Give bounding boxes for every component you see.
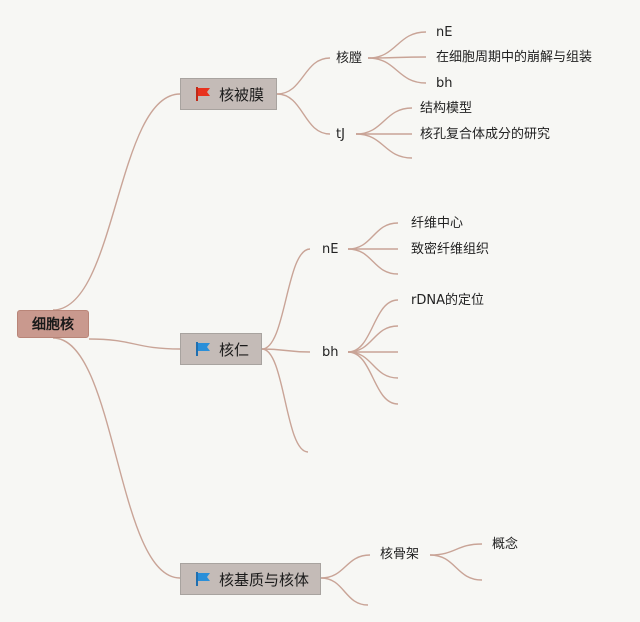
branch-subtopic-leaf [355, 107, 413, 135]
branch-topic-subtopic [261, 348, 311, 353]
subtopic-label[interactable]: 核骨架 [380, 547, 420, 562]
blue-flag-icon [196, 342, 210, 356]
branch-subtopic-leaf [347, 299, 399, 353]
branch-subtopic-leaf [429, 554, 483, 581]
leaf-label[interactable]: 概念 [492, 537, 519, 552]
subtopic-label[interactable]: tJ [336, 127, 345, 142]
leaf-label[interactable]: nE [436, 25, 453, 40]
branch-subtopic-leaf [347, 351, 399, 405]
leaf-label[interactable]: 致密纤维组织 [411, 242, 490, 257]
branch-topic-subtopic [320, 554, 371, 579]
red-flag-icon [196, 87, 210, 101]
branch-subtopic-leaf [355, 133, 413, 159]
branch-topic-subtopic [276, 57, 331, 95]
subtopic-label[interactable]: nE [322, 242, 339, 257]
topic-node-nuclear-envelope[interactable]: 核被膜 [180, 78, 277, 110]
branch-subtopic-leaf [429, 543, 483, 556]
root-label: 细胞核 [32, 317, 74, 333]
leaf-label[interactable]: 在细胞周期中的崩解与组装 [436, 50, 593, 65]
branch-root-topic [52, 337, 181, 579]
topic-label: 核仁 [219, 340, 250, 359]
leaf-label[interactable]: rDNA的定位 [411, 293, 484, 308]
leaf-label[interactable]: 结构模型 [420, 101, 473, 116]
leaf-label[interactable]: bh [436, 76, 453, 91]
branch-subtopic-leaf [367, 57, 427, 84]
subtopic-label[interactable]: 核膛 [336, 51, 363, 66]
blue-flag-icon [196, 572, 210, 586]
branch-topic-subtopic [320, 577, 369, 606]
branch-topic-subtopic [276, 93, 331, 135]
branch-subtopic-leaf [347, 351, 399, 379]
leaf-label[interactable]: 纤维中心 [411, 216, 464, 231]
branch-root-topic [88, 338, 181, 350]
branch-subtopic-leaf [347, 325, 399, 353]
branch-root-topic [52, 93, 181, 311]
branch-topic-subtopic [261, 348, 309, 453]
topic-node-nuclear-matrix[interactable]: 核基质与核体 [180, 563, 321, 595]
branch-subtopic-leaf [367, 31, 427, 59]
branch-subtopic-leaf [347, 248, 399, 275]
topic-node-nucleolus[interactable]: 核仁 [180, 333, 262, 365]
subtopic-label[interactable]: bh [322, 345, 339, 360]
branch-topic-subtopic [261, 248, 311, 350]
topic-label: 核基质与核体 [219, 570, 310, 589]
leaf-label[interactable]: 核孔复合体成分的研究 [420, 127, 551, 142]
root-node[interactable]: 细胞核 [17, 310, 89, 338]
branch-subtopic-leaf [347, 222, 399, 250]
topic-label: 核被膜 [219, 85, 265, 104]
